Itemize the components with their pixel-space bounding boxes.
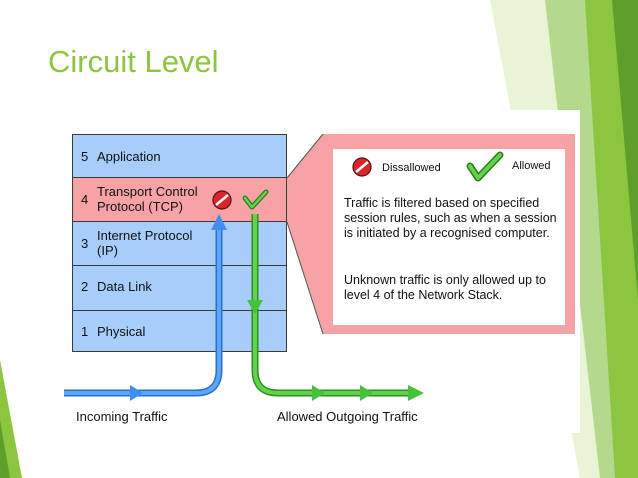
layer-number: 5 — [81, 149, 89, 164]
layer-label: Transport Control Protocol (TCP) — [97, 184, 198, 214]
layer-internet: 3 Internet Protocol (IP) — [72, 221, 287, 266]
layer-number: 4 — [81, 192, 89, 207]
legend-allowed-label: Allowed — [512, 160, 551, 172]
layer-number: 3 — [81, 236, 89, 251]
layer-label: Internet Protocol (IP) — [97, 228, 193, 258]
callout-paragraph-1: Traffic is filtered based on specified s… — [344, 196, 557, 240]
incoming-traffic-label: Incoming Traffic — [76, 409, 168, 424]
layer-transport: 4 Transport Control Protocol (TCP) — [72, 177, 287, 222]
layer-number: 1 — [81, 324, 89, 339]
incoming-traffic-arrow — [64, 214, 227, 401]
outgoing-traffic-arrow — [247, 214, 424, 401]
legend-disallowed-label: Dissallowed — [382, 162, 441, 174]
checkmark-icon — [242, 189, 269, 210]
callout-paragraph-2: Unknown traffic is only allowed up to le… — [344, 273, 546, 302]
layer-physical: 1 Physical — [72, 310, 287, 352]
layer-label: Physical — [97, 324, 146, 339]
slide-title: Circuit Level — [48, 44, 219, 79]
layer-label: Data Link — [97, 279, 152, 294]
outgoing-traffic-label: Allowed Outgoing Traffic — [277, 409, 418, 424]
no-entry-icon — [212, 190, 232, 210]
layer-number: 2 — [81, 279, 89, 294]
layer-label: Application — [97, 149, 161, 164]
checkmark-icon — [466, 151, 504, 182]
callout-inner — [333, 149, 565, 325]
layer-application: 5 Application — [72, 134, 287, 178]
no-entry-icon — [352, 157, 372, 177]
